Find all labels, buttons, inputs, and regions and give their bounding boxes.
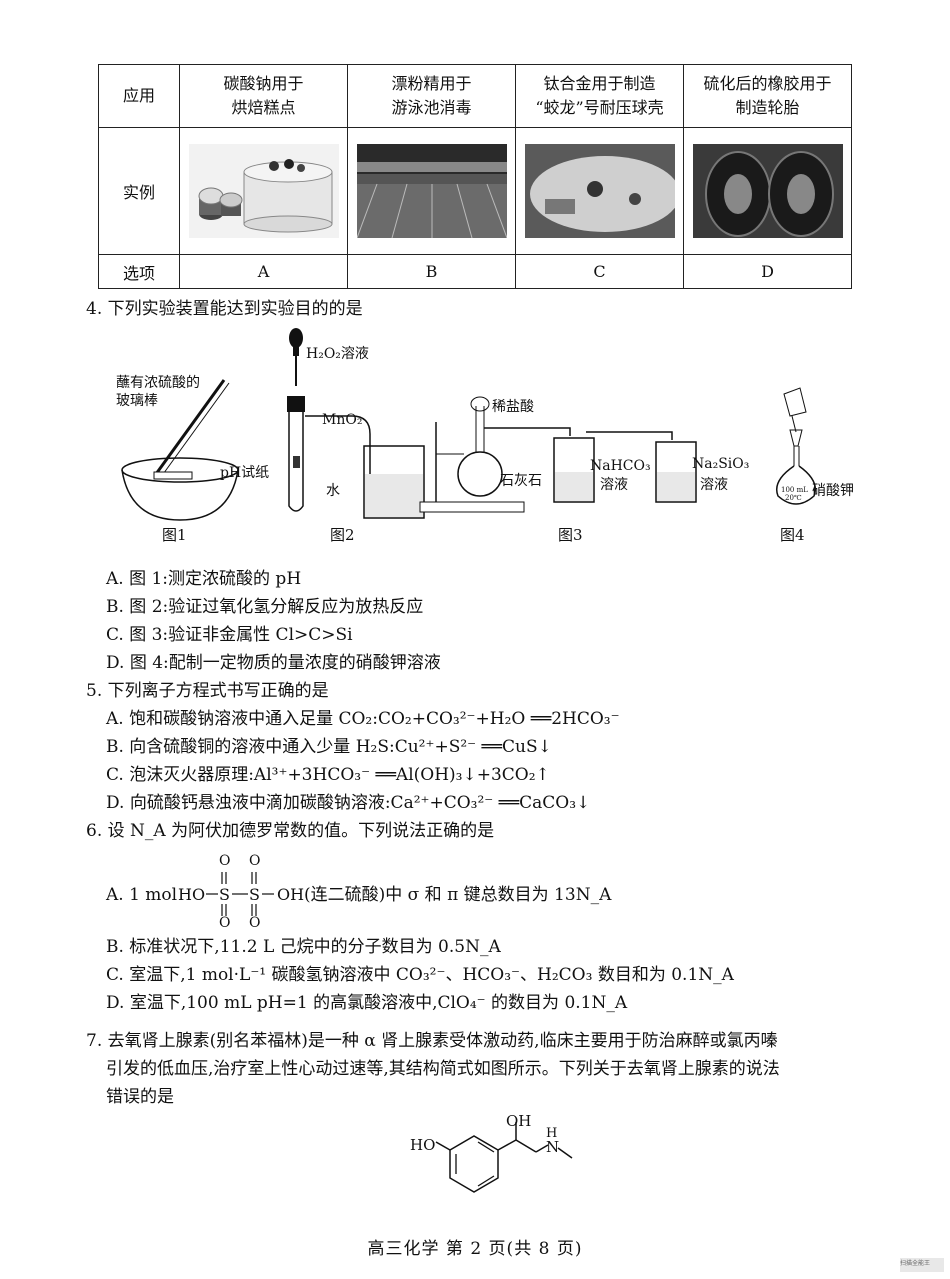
q5-stem: 5. 下列离子方程式书写正确的是 bbox=[86, 681, 329, 701]
tire-photo bbox=[692, 144, 843, 238]
table-cell-photo-d bbox=[683, 127, 852, 255]
fig3-acid-label: 稀盐酸 bbox=[492, 399, 534, 415]
fig4-solute-label: 硝酸钾 bbox=[812, 483, 854, 499]
table-cell-app-d: 硫化后的橡胶用于制造轮胎 bbox=[683, 64, 852, 128]
structure-nh-n: N bbox=[546, 1138, 560, 1156]
q6-formula-o-bottom2: O bbox=[249, 915, 261, 931]
q6-formula-o-top1: O bbox=[219, 853, 231, 869]
table-cell-photo-a bbox=[179, 127, 348, 255]
q4-option-a: A. 图 1:测定浓硫酸的 pH bbox=[106, 569, 302, 589]
q7-line-3: 错误的是 bbox=[106, 1087, 174, 1107]
fig3-label: 图3 bbox=[558, 526, 583, 544]
fig3-apparatus-diagram bbox=[419, 396, 697, 513]
q6-formula-ho: HO bbox=[178, 885, 206, 904]
fig3-bottle1-label-1: NaHCO₃ bbox=[590, 458, 651, 474]
swimming-pool-photo bbox=[356, 144, 507, 238]
q4-stem: 4. 下列实验装置能达到实验目的的是 bbox=[86, 299, 363, 319]
q4-option-d: D. 图 4:配制一定物质的量浓度的硝酸钾溶液 bbox=[106, 653, 441, 673]
page-footer: 高三化学 第 2 页(共 8 页) bbox=[367, 1239, 583, 1259]
fig1-bowl-diagram bbox=[121, 379, 239, 521]
q6-stem: 6. 设 N_A 为阿伏加德罗常数的值。下列说法正确的是 bbox=[86, 821, 495, 841]
q6-formula-s1: S bbox=[219, 885, 230, 904]
q6-formula-o-bottom1: O bbox=[219, 915, 231, 931]
fig2-apparatus-diagram bbox=[287, 328, 425, 519]
application-table: 应用 碳酸钠用于烘焙糕点 漂粉精用于游泳池消毒 钛合金用于制造“蛟龙”号耐压球壳… bbox=[98, 64, 852, 289]
fig3-bottle2-label-1: Na₂SiO₃ bbox=[692, 456, 750, 472]
q5-option-b: B. 向含硫酸铜的溶液中通入少量 H₂S:Cu²⁺+S²⁻ ══CuS↓ bbox=[106, 737, 552, 757]
q6-option-a-suffix: (连二硫酸)中 σ 和 π 键总数目为 13N_A bbox=[304, 885, 612, 905]
fig4-flask-diagram bbox=[776, 387, 817, 505]
submersible-photo bbox=[524, 144, 675, 238]
fig2-h2o2-label: H₂O₂溶液 bbox=[306, 346, 369, 362]
q4-option-b: B. 图 2:验证过氧化氢分解反应为放热反应 bbox=[106, 597, 424, 617]
fig2-mno2-label: MnO₂ bbox=[322, 412, 363, 428]
option-cell-d: D bbox=[683, 254, 852, 289]
cake-photo bbox=[188, 144, 339, 238]
structure-oh-label: OH bbox=[506, 1112, 532, 1130]
q6-formula-bonds bbox=[206, 872, 274, 916]
fig1-paper-label: pH试纸 bbox=[220, 465, 270, 481]
phenylephrine-structure bbox=[435, 1122, 573, 1193]
option-cell-c: C bbox=[515, 254, 684, 289]
q5-option-d: D. 向硫酸钙悬浊液中滴加碳酸钠溶液:Ca²⁺+CO₃²⁻ ══CaCO₃↓ bbox=[106, 793, 591, 813]
table-cell-photo-c bbox=[515, 127, 684, 255]
fig4-flask-volume: 100 mL bbox=[781, 486, 808, 494]
q5-option-c: C. 泡沫灭火器原理:Al³⁺+3HCO₃⁻ ══Al(OH)₃↓+3CO₂↑ bbox=[106, 765, 550, 785]
q6-option-a-prefix: A. 1 mol bbox=[106, 885, 178, 905]
table-cell-photo-b bbox=[347, 127, 516, 255]
fig4-flask-temp: 20℃ bbox=[785, 494, 802, 502]
q6-formula-o-top2: O bbox=[249, 853, 261, 869]
q5-option-a: A. 饱和碳酸钠溶液中通入足量 CO₂:CO₂+CO₃²⁻+H₂O ══2HCO… bbox=[106, 709, 620, 729]
option-cell-b: B bbox=[347, 254, 516, 289]
fig1-label: 图1 bbox=[162, 526, 187, 544]
table-cell-app-b: 漂粉精用于游泳池消毒 bbox=[347, 64, 516, 128]
scanner-watermark: 扫描全能王 bbox=[900, 1258, 944, 1272]
fig3-bottle1-label-2: 溶液 bbox=[600, 477, 628, 493]
table-row-application: 应用 碳酸钠用于烘焙糕点 漂粉精用于游泳池消毒 钛合金用于制造“蛟龙”号耐压球壳… bbox=[98, 64, 852, 128]
fig1-rod-label-1: 蘸有浓硫酸的 bbox=[116, 375, 200, 391]
fig2-label: 图2 bbox=[330, 526, 355, 544]
table-row-example: 实例 bbox=[98, 127, 852, 255]
q6-option-c: C. 室温下,1 mol·L⁻¹ 碳酸氢钠溶液中 CO₃²⁻、HCO₃⁻、H₂C… bbox=[106, 965, 734, 985]
q6-option-b: B. 标准状况下,11.2 L 己烷中的分子数目为 0.5N_A bbox=[106, 937, 501, 957]
structure-nh-h: H bbox=[546, 1126, 558, 1141]
q7-line-1: 7. 去氧肾上腺素(别名苯福林)是一种 α 肾上腺素受体激动药,临床主要用于防治… bbox=[86, 1031, 778, 1051]
fig2-water-label: 水 bbox=[326, 483, 340, 499]
table-header-option: 选项 bbox=[98, 254, 180, 289]
table-header-example: 实例 bbox=[98, 127, 180, 255]
fig3-bottle2-label-2: 溶液 bbox=[700, 477, 728, 493]
structure-ho-label: HO bbox=[410, 1136, 436, 1154]
table-cell-app-a: 碳酸钠用于烘焙糕点 bbox=[179, 64, 348, 128]
fig1-rod-label-2: 玻璃棒 bbox=[116, 393, 158, 409]
q6-formula-oh: OH bbox=[277, 885, 305, 904]
option-cell-a: A bbox=[179, 254, 348, 289]
table-header-application: 应用 bbox=[98, 64, 180, 128]
fig4-label: 图4 bbox=[780, 526, 805, 544]
q4-option-c: C. 图 3:验证非金属性 Cl>C>Si bbox=[106, 625, 353, 645]
table-row-option: 选项 A B C D bbox=[98, 254, 852, 289]
q6-formula-s2: S bbox=[249, 885, 260, 904]
q7-line-2: 引发的低血压,治疗室上性心动过速等,其结构简式如图所示。下列关于去氧肾上腺素的说… bbox=[106, 1059, 780, 1079]
fig3-solid-label: 石灰石 bbox=[500, 473, 542, 489]
table-cell-app-c: 钛合金用于制造“蛟龙”号耐压球壳 bbox=[515, 64, 684, 128]
q6-option-d: D. 室温下,100 mL pH=1 的高氯酸溶液中,ClO₄⁻ 的数目为 0.… bbox=[106, 993, 628, 1013]
